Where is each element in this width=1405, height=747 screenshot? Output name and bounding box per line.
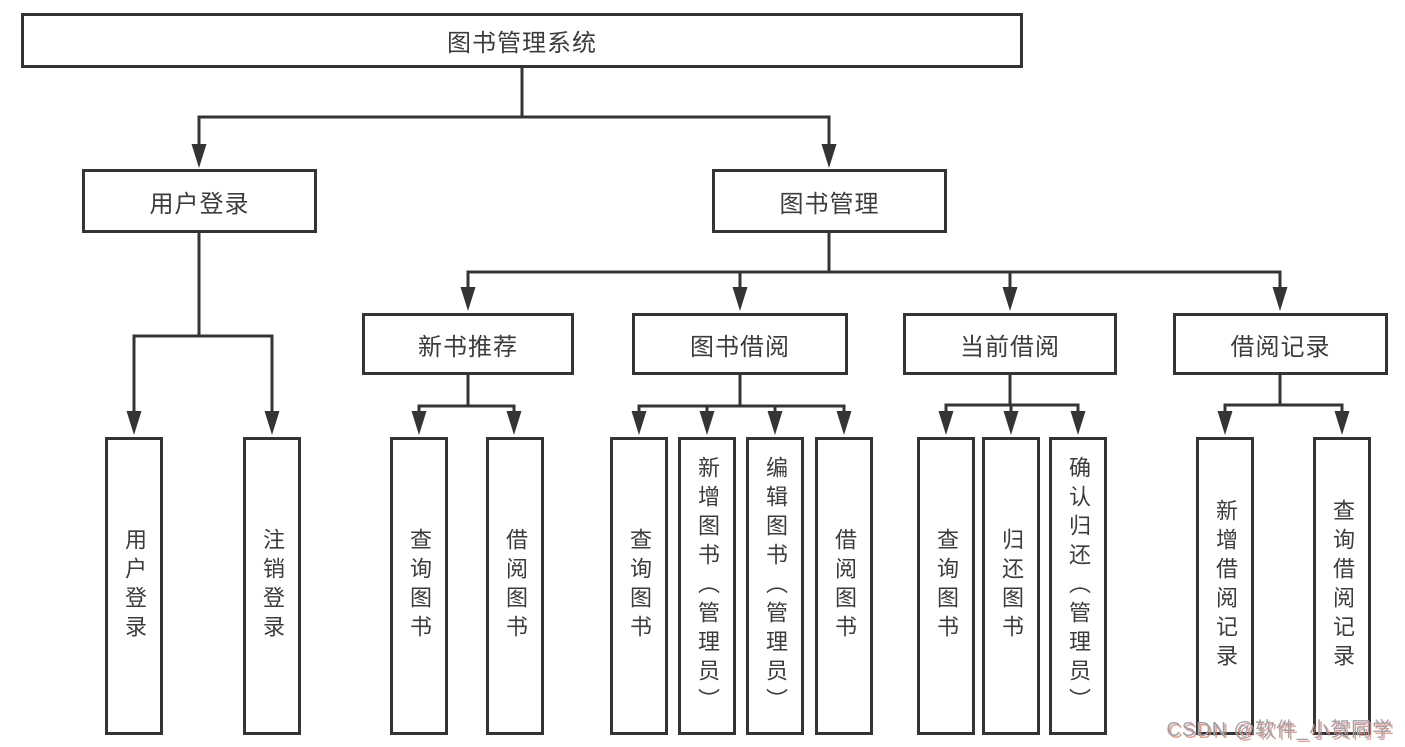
arrowheads [126, 144, 1350, 435]
node-borrow-records-label: 借阅记录 [1230, 333, 1331, 361]
node-user-login-label: 用户登录 [149, 190, 250, 218]
leaf-borrow-borrow-books-label: 借阅图书 [832, 528, 857, 644]
leaf-current-confirm-return-admin: 确认归还（管理员） [1049, 437, 1107, 735]
leaf-borrow-query-books-label: 查询图书 [627, 528, 652, 644]
node-borrow-records: 借阅记录 [1173, 313, 1388, 375]
leaf-records-query-record: 查询借阅记录 [1313, 437, 1371, 735]
node-root-system: 图书管理系统 [21, 13, 1023, 68]
node-root-label: 图书管理系统 [447, 30, 597, 57]
node-new-book-recommend: 新书推荐 [362, 313, 574, 375]
leaf-borrow-add-books-admin: 新增图书（管理员） [678, 437, 736, 735]
leaf-logout-label: 注销登录 [260, 528, 285, 644]
connector-paths [132, 68, 1344, 418]
leaf-current-return-books-label: 归还图书 [999, 528, 1024, 644]
leaf-current-confirm-return-admin-label: 确认归还（管理员） [1066, 455, 1091, 717]
node-current-borrow-label: 当前借阅 [960, 333, 1060, 361]
csdn-watermark: CSDN @软件_小贺同学 [1166, 719, 1393, 741]
leaf-recommend-borrow-books: 借阅图书 [486, 437, 544, 735]
leaf-borrow-add-books-admin-label: 新增图书（管理员） [695, 455, 720, 717]
leaf-current-return-books: 归还图书 [982, 437, 1040, 735]
node-new-book-recommend-label: 新书推荐 [418, 333, 518, 361]
node-book-management: 图书管理 [712, 169, 947, 233]
leaf-recommend-borrow-books-label: 借阅图书 [503, 528, 528, 644]
leaf-current-query-books-label: 查询图书 [934, 528, 959, 644]
node-current-borrow: 当前借阅 [903, 313, 1117, 375]
leaf-records-add-record: 新增借阅记录 [1196, 437, 1254, 735]
node-book-management-label: 图书管理 [779, 190, 880, 218]
node-user-login: 用户登录 [82, 169, 317, 233]
leaf-records-add-record-label: 新增借阅记录 [1213, 499, 1238, 673]
leaf-user-login: 用户登录 [105, 437, 163, 735]
leaf-recommend-query-books: 查询图书 [390, 437, 448, 735]
leaf-records-query-record-label: 查询借阅记录 [1330, 499, 1355, 673]
leaf-user-login-label: 用户登录 [122, 528, 147, 644]
leaf-borrow-edit-books-admin: 编辑图书（管理员） [746, 437, 804, 735]
leaf-borrow-edit-books-admin-label: 编辑图书（管理员） [763, 455, 788, 717]
leaf-recommend-query-books-label: 查询图书 [407, 528, 432, 644]
node-book-borrow-label: 图书借阅 [690, 333, 790, 361]
leaf-borrow-query-books: 查询图书 [610, 437, 668, 735]
leaf-current-query-books: 查询图书 [917, 437, 975, 735]
leaf-borrow-borrow-books: 借阅图书 [815, 437, 873, 735]
leaf-logout: 注销登录 [243, 437, 301, 735]
node-book-borrow: 图书借阅 [632, 313, 848, 375]
